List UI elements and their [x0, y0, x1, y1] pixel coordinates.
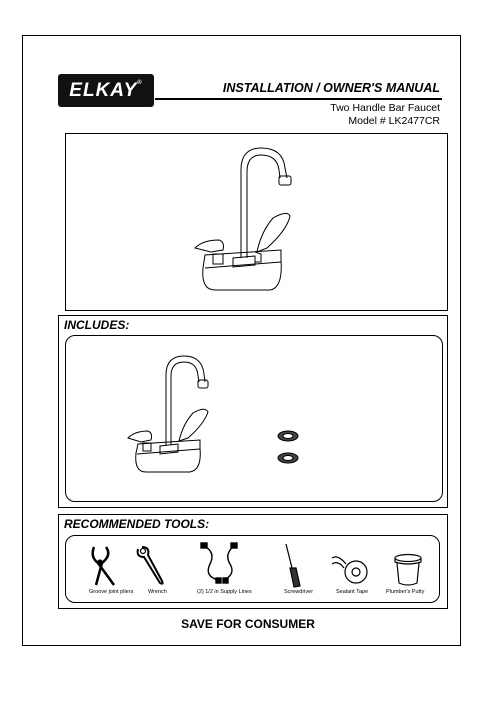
tool-label-plumbers-putty: Plumber's Putty	[386, 589, 425, 595]
product-name: Two Handle Bar Faucet	[330, 102, 440, 114]
faucet-included-icon	[127, 355, 209, 473]
wrench-icon	[136, 546, 164, 585]
tool-label-screwdriver: Screwdriver	[284, 589, 314, 595]
aerator-washers-icon	[277, 430, 299, 464]
plumbers-putty-icon	[394, 553, 422, 586]
brand-logo: ELKAY®	[58, 74, 154, 107]
tools-panel	[65, 535, 440, 603]
product-info: Two Handle Bar Faucet Model # LK2477CR	[250, 102, 440, 128]
title-rule	[155, 98, 442, 100]
brand-logo-text: ELKAY®	[69, 79, 143, 101]
includes-panel	[65, 335, 443, 502]
tool-label-sealant-tape: Sealant Tape	[336, 589, 369, 595]
tools-section	[58, 514, 448, 609]
hero-image-frame	[65, 133, 448, 311]
model-number: Model # LK2477CR	[348, 115, 440, 127]
supply-lines-icon	[200, 542, 238, 584]
manual-title: INSTALLATION / OWNER'S MANUAL	[222, 81, 440, 95]
tool-label-supply-lines: (2) 1/2 in Supply Lines	[197, 589, 252, 595]
page-border	[22, 35, 461, 646]
tool-label-pliers: Groove joint pliers	[89, 589, 134, 595]
includes-label: INCLUDES:	[64, 318, 130, 332]
includes-section	[58, 315, 448, 508]
tools-label: RECOMMENDED TOOLS:	[64, 517, 210, 531]
tool-label-wrench: Wrench	[148, 589, 167, 595]
sealant-tape-icon	[331, 556, 368, 584]
pliers-icon	[91, 546, 116, 586]
faucet-illustration	[194, 147, 292, 291]
save-for-consumer-note: SAVE FOR CONSUMER	[181, 617, 315, 631]
screwdriver-icon	[285, 543, 301, 588]
